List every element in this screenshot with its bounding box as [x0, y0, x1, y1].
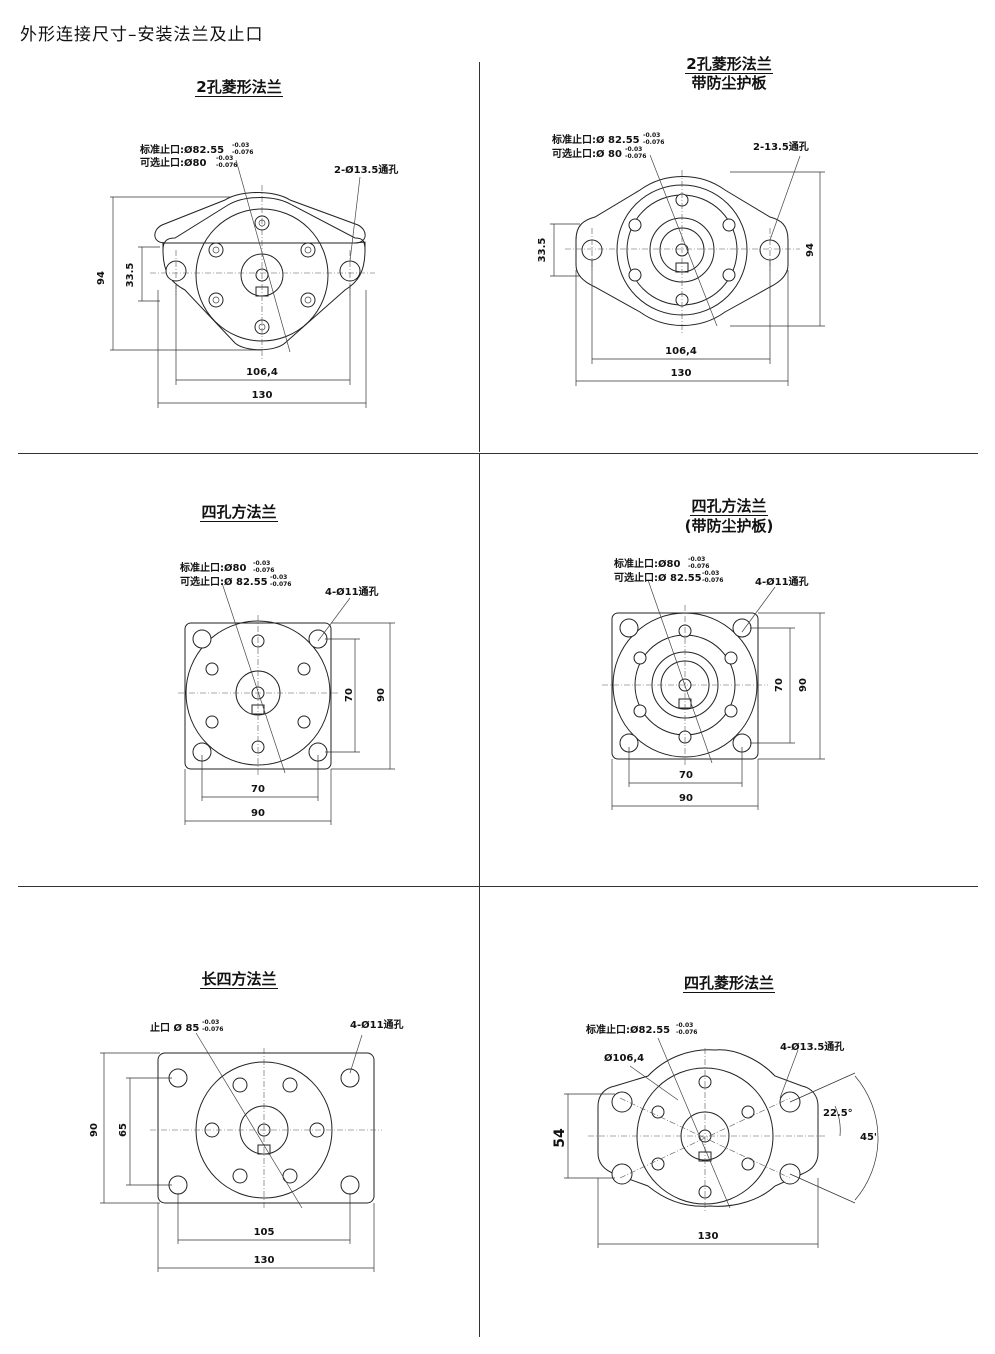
pilot-label: 止口 Ø 85 [150, 1021, 199, 1034]
pilot-std-tol-upper: -0.03 [688, 556, 705, 563]
divider-col-2 [479, 454, 480, 886]
dim-h-outer-label: 130 [254, 1255, 275, 1266]
bolt-circle-label: Ø106,4 [604, 1052, 644, 1064]
pilot-opt-label: 可选止口:Ø 80 [552, 147, 622, 160]
dim-angle-small-label: 22.5° [823, 1108, 853, 1119]
panel-long-4hole-square: 长四方法兰 90 65 105 130 止口 Ø 85 [0, 888, 478, 1348]
pilot-opt-tol-upper: -0.03 [702, 570, 719, 577]
pilot-opt-tol-lower: -0.076 [702, 577, 723, 584]
dim-v-outer-label: 90 [376, 688, 387, 702]
panel-title: 四孔方法兰 [690, 497, 768, 516]
flange-outline [597, 1049, 819, 1207]
dim-h-outer-label: 90 [679, 793, 693, 804]
dim-h-inner-label: 70 [251, 784, 265, 795]
pilot-opt-tol-upper: -0.03 [625, 146, 642, 153]
pilot-opt-label: 可选止口:Ø 82.55 [614, 571, 702, 584]
panel-4hole-square-dust: 四孔方法兰 (带防尘护板) 70 90 70 90 [480, 455, 978, 885]
divider-row-2 [18, 886, 978, 887]
dim-h-inner-label: 70 [679, 770, 693, 781]
pilot-tol-upper: -0.03 [202, 1019, 219, 1026]
pilot-opt-label: 可选止口:Ø 82.55 [180, 575, 268, 588]
panel-4hole-diamond: 四孔菱形法兰 54 130 22.5° 45' [480, 888, 978, 1348]
divider-row-1 [18, 453, 978, 454]
drawing-long-4hole-square: 90 65 105 130 止口 Ø 85 -0.03 -0.076 4-Ø11… [89, 1018, 404, 1272]
panel-2hole-diamond-dust: 2孔菱形法兰 带防尘护板 33.5 94 106,4 [480, 50, 978, 452]
pilot-opt-tol-lower: -0.076 [270, 581, 291, 588]
dim-height-label: 54 [552, 1128, 568, 1148]
dim-v-inner-label: 70 [774, 678, 785, 692]
dim-h-inner-label: 105 [254, 1227, 275, 1238]
pilot-opt-tol-lower: -0.076 [625, 153, 646, 160]
pilot-opt-tol-upper: -0.03 [270, 574, 287, 581]
panel-2hole-diamond: 2孔菱形法兰 94 33.5 [0, 60, 478, 452]
panel-title: 长四方法兰 [200, 970, 278, 989]
dim-center-label: 33.5 [537, 238, 548, 263]
pilot-std-tol-upper: -0.03 [232, 142, 249, 149]
dim-v-outer-label: 90 [89, 1123, 100, 1137]
drawing-2hole-diamond-dust: 33.5 94 106,4 130 标准止口:Ø 82.55 -0.03 -0.… [537, 132, 825, 386]
dim-width-label: 130 [698, 1231, 719, 1242]
dim-height-label: 94 [96, 271, 107, 285]
panel-title: 四孔方法兰 [200, 503, 278, 522]
panel-title: 2孔菱形法兰 [685, 55, 773, 74]
pilot-std-tol-lower: -0.076 [688, 563, 709, 570]
pilot-opt-label: 可选止口:Ø80 [140, 156, 206, 169]
page-title: 外形连接尺寸–安装法兰及止口 [20, 25, 264, 45]
pilot-std-label: 标准止口:Ø82.55 [139, 143, 224, 156]
dim-v-outer-label: 90 [798, 678, 809, 692]
flange-outline [575, 176, 789, 326]
dim-h-outer-label: 90 [251, 808, 265, 819]
pilot-std-tol-upper: -0.03 [643, 132, 660, 139]
pilot-tol-lower: -0.076 [202, 1026, 223, 1033]
pilot-std-tol-lower: -0.076 [232, 149, 253, 156]
holes-label: 4-Ø13.5通孔 [780, 1040, 844, 1053]
dim-v-inner-label: 70 [344, 688, 355, 702]
pilot-opt-tol-lower: -0.076 [216, 162, 237, 169]
pilot-tol-upper: -0.03 [676, 1022, 693, 1029]
pilot-tol-lower: -0.076 [676, 1029, 697, 1036]
pilot-label: 标准止口:Ø82.55 [585, 1023, 670, 1036]
holes-label: 4-Ø11通孔 [755, 575, 809, 588]
flange-outline [157, 1052, 375, 1204]
pilot-std-label: 标准止口:Ø80 [613, 557, 680, 570]
divider-col-1 [479, 62, 480, 452]
pilot-opt-tol-upper: -0.03 [216, 155, 233, 162]
drawing-4hole-square: 70 90 70 90 标准止口:Ø80 -0.03 -0.076 可选止口:Ø… [178, 560, 395, 825]
pilot-std-tol-lower: -0.076 [253, 567, 274, 574]
panel-subtitle: 带防尘护板 [691, 74, 767, 92]
dim-hole-spacing-label: 106,4 [665, 346, 697, 357]
pilot-std-tol-upper: -0.03 [253, 560, 270, 567]
drawing-4hole-diamond: 54 130 22.5° 45' 标准止口:Ø82.55 -0.03 -0.07… [552, 1022, 879, 1248]
dim-angle-large-label: 45' [860, 1132, 877, 1143]
flange-outline [154, 192, 366, 244]
drawing-4hole-square-dust: 70 90 70 90 标准止口:Ø80 -0.03 -0.076 可选止口:Ø… [602, 556, 825, 810]
divider-col-3 [479, 887, 480, 1337]
pilot-std-tol-lower: -0.076 [643, 139, 664, 146]
dim-hole-spacing-label: 106,4 [246, 367, 278, 378]
dim-width-label: 130 [671, 368, 692, 379]
dim-center-label: 33.5 [125, 263, 136, 288]
pilot-std-label: 标准止口:Ø80 [179, 561, 246, 574]
holes-label: 2-13.5通孔 [753, 140, 809, 153]
dim-height-label: 94 [805, 243, 816, 257]
holes-label: 4-Ø11通孔 [350, 1018, 404, 1031]
drawing-2hole-diamond: 94 33.5 106,4 130 标准止口:Ø82.55 -0.03 -0.0… [96, 142, 398, 408]
holes-label: 2-Ø13.5通孔 [334, 163, 398, 176]
panel-title: 四孔菱形法兰 [682, 974, 775, 993]
dim-v-inner-label: 65 [118, 1123, 129, 1137]
pilot-std-label: 标准止口:Ø 82.55 [551, 133, 640, 146]
panel-title: 2孔菱形法兰 [195, 78, 283, 97]
dim-width-label: 130 [252, 390, 273, 401]
panel-subtitle: (带防尘护板) [684, 517, 774, 535]
panel-4hole-square: 四孔方法兰 70 90 70 90 标准止口:Ø80 - [0, 455, 478, 885]
holes-label: 4-Ø11通孔 [325, 585, 379, 598]
